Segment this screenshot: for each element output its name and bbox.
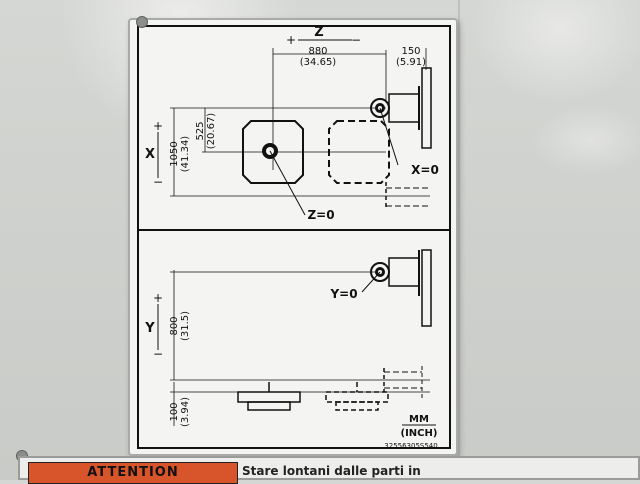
x-total-mm: 1050 [169,141,180,166]
axis-travel-plate: Z + − 880 (34.65) 150 (5.91) + X − 1050 … [128,16,458,456]
y-travel-inch: (31.5) [180,311,191,341]
z-dim-mm: 880 [308,46,327,57]
attention-banner: ATTENTION [28,462,238,484]
table-right-side [325,382,389,411]
y-zero-label: Y=0 [329,287,357,301]
x-minus: − [153,175,163,189]
x-zero-label: X=0 [411,163,439,177]
table-left-side [237,382,301,411]
z-plus: + [286,33,296,47]
table-left-octagon [242,120,304,184]
z-dim-inch: (34.65) [300,57,337,68]
warning-label: ATTENTION Stare lontani dalle parti in [18,456,640,484]
y-minus: − [153,347,163,361]
z-minus: − [351,33,361,47]
x-plus: + [153,119,163,133]
y-axis-label: Y [144,321,155,336]
y-plus: + [153,291,163,305]
y-travel-mm: 800 [169,316,180,335]
units-mm: MM [409,414,429,425]
side-dim-mm: 150 [401,46,420,57]
screw-top-left [136,16,148,28]
x-half-inch: (20.67) [206,113,217,150]
serial-number: 32556305S540 [384,442,437,450]
panel-seam [458,0,460,456]
warning-heading: ATTENTION [87,465,179,480]
warning-text: Stare lontani dalle parti in [242,464,421,478]
y-min-inch: (3.94) [180,397,191,427]
units-inch: (INCH) [401,428,438,439]
side-dim-inch: (5.91) [396,57,426,68]
x-half-mm: 525 [195,121,206,140]
x-total-inch: (41.34) [180,136,191,173]
table-right-octagon [328,120,390,184]
z-axis-label: Z [314,25,323,40]
y-min-mm: 100 [169,402,180,421]
x-axis-label: X [145,147,155,162]
z-zero-label: Z=0 [307,208,334,222]
travel-diagram: Z + − 880 (34.65) 150 (5.91) + X − 1050 … [137,25,451,450]
plate-border [137,25,451,449]
